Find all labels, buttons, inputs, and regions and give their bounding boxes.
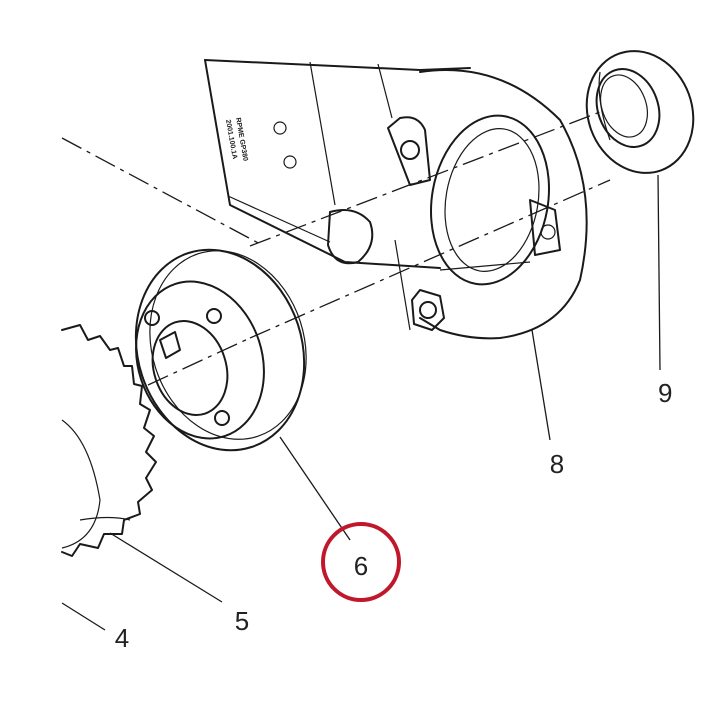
center-axis-lines <box>61 111 611 386</box>
callout-9: 9 <box>658 378 672 408</box>
engine-case: RPME GP380 2001.100.1A <box>204 59 471 331</box>
leader-lines <box>61 174 661 631</box>
sprocket-part-5 <box>61 324 157 557</box>
callout-4: 4 <box>115 623 129 653</box>
callout-8: 8 <box>550 449 564 479</box>
callout-5: 5 <box>235 606 249 636</box>
flange-part-6 <box>134 248 307 452</box>
callout-6: 6 <box>354 551 368 581</box>
cover-housing-part-8 <box>387 69 588 340</box>
highlight-circle <box>321 522 401 602</box>
seal-ring-part-9 <box>585 50 695 174</box>
